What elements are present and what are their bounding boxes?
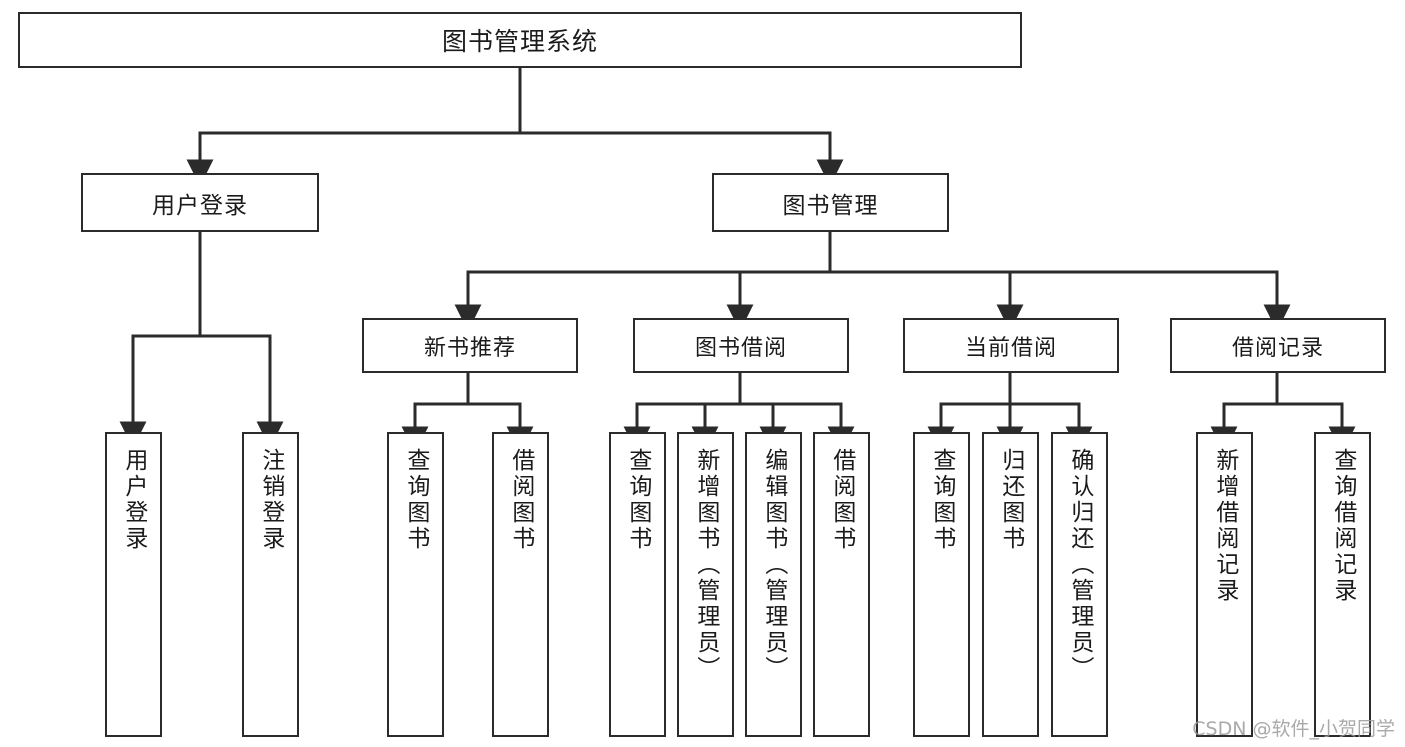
csdn-watermark: CSDN @软件_小贺同学 xyxy=(1192,718,1395,740)
leaf-borrow-book-recommend[interactable]: 借阅图书 xyxy=(492,432,549,737)
node-book-borrow[interactable]: 图书借阅 xyxy=(633,318,849,373)
node-current-borrow[interactable]: 当前借阅 xyxy=(903,318,1119,373)
leaf-add-book[interactable]: 新增图书（管理员） xyxy=(677,432,734,737)
leaf-add-borrow-record-label: 新增借阅记录 xyxy=(1211,448,1238,604)
node-root-label: 图书管理系统 xyxy=(441,27,598,56)
leaf-borrow-book-label: 借阅图书 xyxy=(828,448,855,552)
leaf-edit-book-label: 编辑图书（管理员） xyxy=(760,448,787,682)
leaf-borrow-book-recommend-label: 借阅图书 xyxy=(507,448,534,552)
leaf-query-book-current[interactable]: 查询图书 xyxy=(913,432,970,737)
leaf-query-borrow-record[interactable]: 查询借阅记录 xyxy=(1314,432,1371,737)
node-book-borrow-label: 图书借阅 xyxy=(694,335,787,361)
node-current-borrow-label: 当前借阅 xyxy=(964,335,1057,361)
leaf-add-borrow-record[interactable]: 新增借阅记录 xyxy=(1196,432,1253,737)
leaf-query-book-current-label: 查询图书 xyxy=(928,448,955,552)
leaf-query-book-borrow-label: 查询图书 xyxy=(624,448,651,552)
leaf-add-book-label: 新增图书（管理员） xyxy=(692,448,719,682)
node-new-book-recommend[interactable]: 新书推荐 xyxy=(362,318,578,373)
node-borrow-record[interactable]: 借阅记录 xyxy=(1170,318,1386,373)
leaf-logout[interactable]: 注销登录 xyxy=(242,432,299,737)
leaf-query-borrow-record-label: 查询借阅记录 xyxy=(1329,448,1356,604)
leaf-user-login-label: 用户登录 xyxy=(120,448,147,552)
leaf-return-book-label: 归还图书 xyxy=(997,448,1024,552)
leaf-user-login[interactable]: 用户登录 xyxy=(105,432,162,737)
node-borrow-record-label: 借阅记录 xyxy=(1231,335,1324,361)
node-book-manage[interactable]: 图书管理 xyxy=(712,173,949,232)
leaf-logout-label: 注销登录 xyxy=(257,448,284,552)
leaf-query-book-recommend[interactable]: 查询图书 xyxy=(387,432,444,737)
node-root[interactable]: 图书管理系统 xyxy=(18,12,1022,68)
leaf-confirm-return-label: 确认归还（管理员） xyxy=(1066,448,1093,682)
node-book-manage-label: 图书管理 xyxy=(782,192,879,219)
node-user-login[interactable]: 用户登录 xyxy=(81,173,319,232)
leaf-borrow-book[interactable]: 借阅图书 xyxy=(813,432,870,737)
leaf-query-book-borrow[interactable]: 查询图书 xyxy=(609,432,666,737)
leaf-confirm-return[interactable]: 确认归还（管理员） xyxy=(1051,432,1108,737)
leaf-return-book[interactable]: 归还图书 xyxy=(982,432,1039,737)
leaf-edit-book[interactable]: 编辑图书（管理员） xyxy=(745,432,802,737)
node-new-book-recommend-label: 新书推荐 xyxy=(423,335,516,361)
node-user-login-label: 用户登录 xyxy=(152,192,248,219)
leaf-query-book-recommend-label: 查询图书 xyxy=(402,448,429,552)
